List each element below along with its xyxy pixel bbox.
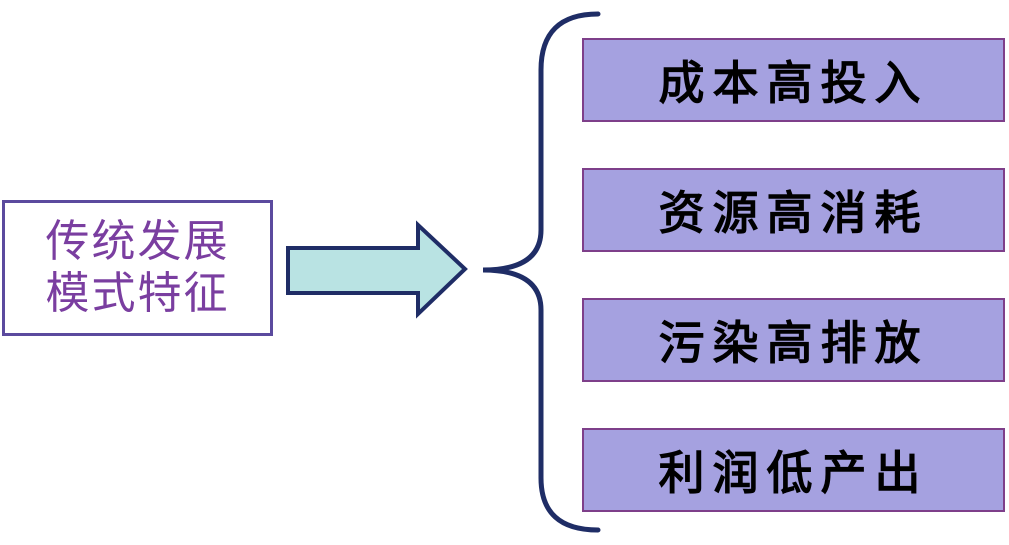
feature-box-3: 污染高排放 [582,298,1005,382]
feature-box-4: 利润低产出 [582,428,1005,512]
feature-box-2: 资源高消耗 [582,168,1005,252]
feature-text-1: 成本高投入 [658,56,929,110]
feature-text-2: 资源高消耗 [658,186,929,240]
curly-brace [482,11,601,533]
feature-text-4: 利润低产出 [658,446,929,500]
source-label-line-2: 模式特征 [45,268,230,319]
feature-text-3: 污染高排放 [658,316,929,370]
feature-box-1: 成本高投入 [582,38,1005,122]
source-box: 传统发展 模式特征 [2,200,273,336]
source-label-line-1: 传统发展 [45,216,230,267]
right-arrow-icon [286,220,468,319]
